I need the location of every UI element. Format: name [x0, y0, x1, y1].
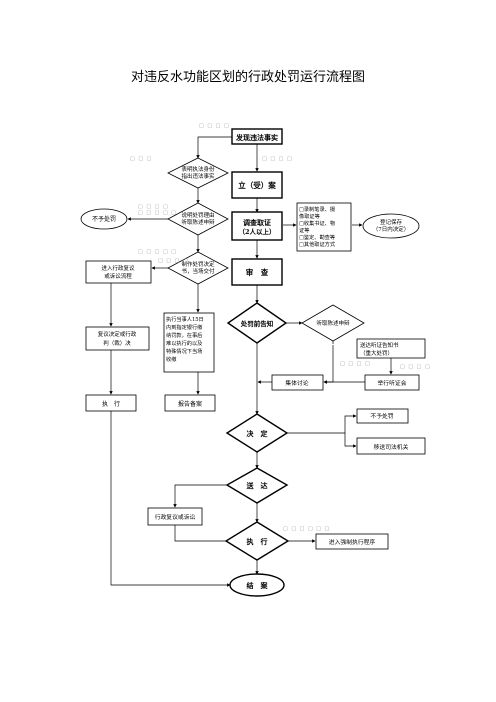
- evidence-line1: □录制笔录、摄: [299, 205, 336, 213]
- node-inform-identity: [167, 157, 229, 189]
- node-explain-reason-line2: 听取陈述申辩: [181, 218, 215, 226]
- node-make-decision-line2: 书，当场交付: [181, 267, 215, 275]
- node-register-save: [362, 213, 420, 239]
- node-examine: [231, 258, 283, 286]
- node-decide-label: 决 定: [247, 429, 268, 438]
- edge-decide-nopenalty: [287, 414, 357, 434]
- hint-9: □ □ □ □: [400, 364, 431, 370]
- node-report: [164, 394, 216, 412]
- node-review-suit-line1: 进入行政复议: [101, 264, 135, 272]
- node-no-penalty-2: [356, 408, 409, 424]
- evidence-line3: □收集书证、物: [299, 219, 335, 227]
- hint-6: □ □ □ □ □: [138, 249, 177, 255]
- node-review-verdict-line1: 复议决定或行政: [98, 330, 137, 338]
- node-hear-defense-label: 听取陈述申辩: [316, 319, 350, 327]
- execute-note-line4: 难以执行的以及: [166, 339, 202, 347]
- node-deliver: [225, 467, 289, 504]
- evidence-line2: 像取证等: [299, 212, 320, 220]
- page-title: 对违反水功能区划的行政处罚运行流程图: [130, 69, 365, 84]
- node-no-penalty-label: 不予处罚: [92, 215, 116, 223]
- node-report-label: 报告备案: [178, 400, 202, 408]
- execute-note-line2: 内到指定银行缴: [166, 323, 203, 331]
- edge-deliver-review: [173, 484, 230, 508]
- hint-1: □ □ □ □: [199, 123, 230, 129]
- hint-8: □ □ □ □: [340, 361, 371, 367]
- hint-2: □ □ □ □: [262, 156, 293, 162]
- node-register-save-line1: 登记保存: [380, 218, 403, 226]
- node-inform-identity-line1: 表明执法身份: [181, 165, 215, 173]
- node-collective-label: 集体讨论: [285, 379, 308, 387]
- node-transfer-label: 移送司法机关: [374, 443, 409, 451]
- edge-review-execute: [174, 525, 231, 543]
- node-register-label: 立（受）案: [238, 180, 276, 190]
- node-review-verdict-line2: 判（裁）决: [103, 339, 131, 347]
- node-evidence-methods: [296, 202, 352, 252]
- node-transfer: [356, 437, 426, 455]
- node-decide: [225, 413, 289, 453]
- hint-10: □ □ □ □ □ □: [283, 526, 330, 532]
- node-deliver-label: 送 达: [246, 481, 268, 490]
- node-enforce: [315, 533, 389, 550]
- connectors: [109, 136, 393, 587]
- edge-decide-transfer: [344, 433, 357, 448]
- node-examine-label: 审 查: [246, 267, 269, 277]
- node-investigate-line2: （2人以上）: [238, 227, 275, 236]
- node-collective-discussion: [271, 374, 324, 391]
- evidence-line4: 证等: [299, 226, 309, 234]
- node-execute-note: [163, 312, 215, 373]
- node-explain-reason: [167, 202, 229, 236]
- node-discover-label: 发现违法事实: [235, 133, 278, 142]
- node-execute: [224, 521, 290, 561]
- node-make-decision-line1: 制作处罚决定: [181, 260, 215, 268]
- hint-4: □ □ □ □: [138, 204, 169, 210]
- evidence-line5: □鉴定、勘查等: [299, 233, 335, 241]
- execute-note-line6: 收缴: [166, 355, 177, 363]
- node-make-decision: [167, 251, 229, 285]
- node-hold-hearing: [364, 374, 420, 391]
- node-investigate-line1: 调查取证: [243, 218, 271, 227]
- node-hearing-notice: [356, 338, 426, 359]
- node-review-verdict: [85, 326, 150, 351]
- node-exec-left: [85, 394, 137, 412]
- execute-note-line1: 执行当事人15日: [166, 315, 204, 323]
- node-explain-reason-line1: 说明处罚理由: [181, 211, 214, 219]
- hint-5: □ □ □ □ □: [138, 210, 177, 216]
- node-register-save-line2: （7日内决定）: [373, 225, 410, 233]
- evidence-line6: □其他取证方式: [299, 240, 336, 248]
- edge-discover-inform: [196, 136, 232, 159]
- node-enforce-label: 进入强制执行程序: [329, 538, 376, 546]
- node-admin-review: [147, 507, 203, 526]
- node-hear-defense: [301, 304, 365, 342]
- hint-7: □ □ □ □: [158, 258, 189, 264]
- node-investigate: [231, 211, 283, 241]
- node-hearing-notice-line1: 送达听证告知书: [360, 341, 399, 349]
- hint-3: □ □ □: [130, 156, 152, 162]
- node-hold-hearing-label: 举行听证会: [378, 379, 407, 387]
- edge-exec-close: [110, 411, 231, 587]
- node-notify: [226, 302, 288, 344]
- node-notify-label: 处罚前告知: [240, 319, 274, 328]
- node-hearing-notice-line2: （重大处罚）: [360, 349, 393, 357]
- node-no-penalty-2-label: 不予处罚: [370, 412, 393, 420]
- edge-hear-collective: [323, 345, 334, 384]
- node-review-suit: [85, 260, 152, 284]
- node-review-suit-line2: 或诉讼流程: [104, 272, 132, 280]
- node-register: [231, 171, 283, 199]
- node-close: [229, 573, 285, 597]
- faint-annotations: □ □ □ □ □ □ □ □ □ □ □ □ □ □ □ □ □ □ □ □ …: [130, 123, 431, 532]
- node-exec-left-label: 执 行: [102, 400, 120, 408]
- node-discover: [231, 128, 283, 145]
- node-inform-identity-line2: 指出违法事实: [181, 172, 215, 180]
- execute-note-line3: 纳罚款，在事后: [166, 331, 202, 339]
- node-execute-label: 执 行: [247, 537, 268, 546]
- node-admin-review-label: 行政复议或诉讼: [155, 513, 196, 521]
- execute-note-line5: 特殊情况下当场: [166, 347, 202, 355]
- node-close-label: 结 案: [246, 581, 269, 590]
- node-no-penalty: [80, 208, 128, 230]
